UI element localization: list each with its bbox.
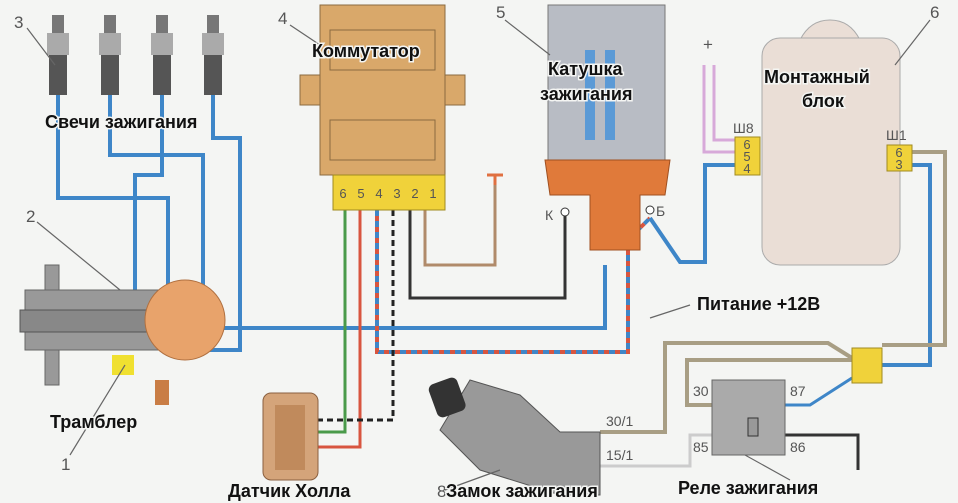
ignition-coil: К Б <box>544 4 671 251</box>
label-commutator: Коммутатор <box>312 41 420 61</box>
label-mounting-block-line2: блок <box>802 91 845 111</box>
ground-symbol <box>487 173 503 185</box>
label-hall-sensor: Датчик Холла <box>228 481 351 501</box>
callout-3: 3 <box>14 13 23 32</box>
callout-6: 6 <box>930 3 939 22</box>
hv-wire-coil <box>190 265 607 330</box>
spark-plug <box>47 15 69 95</box>
pin-label: 3 <box>393 186 400 201</box>
pin-label: 6 <box>339 186 346 201</box>
ignition-relay: 30 87 85 86 <box>693 379 806 456</box>
pin-label: 5 <box>357 186 364 201</box>
label-spark-plugs: Свечи зажигания <box>45 112 197 132</box>
commutator <box>299 4 466 176</box>
sh8-pin: 4 <box>743 161 750 176</box>
label-distributor: Трамблер <box>50 412 137 432</box>
wire-relay-30 <box>685 358 852 407</box>
wire-pink <box>702 65 735 154</box>
relay-terminal-85: 85 <box>693 439 709 455</box>
spark-plug <box>202 15 224 95</box>
hall-sensor <box>262 392 319 481</box>
label-ignition-lock: Замок зажигания <box>446 481 598 501</box>
sh1-pin: 6 <box>895 145 902 160</box>
wire-30-1 <box>600 341 854 434</box>
pin-label: 4 <box>375 186 382 201</box>
wire-black <box>408 210 567 300</box>
wire-sh1 <box>882 163 932 367</box>
wire-relay-86 <box>785 433 860 470</box>
wire-black-white <box>295 210 395 422</box>
callout-2: 2 <box>26 207 35 226</box>
sh8-pin: 5 <box>743 149 750 164</box>
mounting-block: Ш8 6 5 4 Ш1 6 3 + <box>703 19 913 266</box>
wire-sh1-gray <box>882 150 947 347</box>
sh1-pin: 3 <box>895 157 902 172</box>
pin-label: 1 <box>429 186 436 201</box>
hv-wire-1 <box>56 95 170 310</box>
wires <box>56 65 947 470</box>
spark-plugs <box>47 15 224 95</box>
wire-coil-b <box>648 163 735 264</box>
callout-4: 4 <box>278 9 287 28</box>
label-ignition-relay: Реле зажигания <box>678 478 818 498</box>
sh1-label: Ш1 <box>886 127 907 143</box>
spark-plug <box>99 15 121 95</box>
callout-8: 8 <box>437 482 446 501</box>
lock-terminal-30-1: 30/1 <box>606 413 633 429</box>
sh8-pin: 6 <box>743 137 750 152</box>
plus-sign: + <box>703 35 713 54</box>
leader-lines <box>26 19 931 491</box>
label-coil-line2: зажигания <box>540 84 633 104</box>
label-coil-line1: Катушка <box>548 59 624 79</box>
coil-terminal-k: К <box>545 207 554 223</box>
ignition-lock: 30/1 15/1 <box>428 377 633 496</box>
relay-terminal-30: 30 <box>693 383 709 399</box>
label-mounting-block-line1: Монтажный <box>764 67 870 87</box>
sh8-label: Ш8 <box>733 120 754 136</box>
commutator-connector: 6 5 4 3 2 1 <box>332 174 446 211</box>
lock-terminal-15-1: 15/1 <box>606 447 633 463</box>
label-power: Питание +12В <box>697 294 820 314</box>
callout-1: 1 <box>61 455 70 474</box>
wire-relay-87 <box>785 376 853 407</box>
wire-brown <box>423 185 497 267</box>
distributor <box>19 264 226 405</box>
relay-terminal-87: 87 <box>790 383 806 399</box>
wire-15-1 <box>600 433 712 468</box>
coil-terminal-b: Б <box>656 203 665 219</box>
junction-connector <box>851 347 883 384</box>
callout-5: 5 <box>496 3 505 22</box>
hv-wire-4 <box>210 95 242 352</box>
relay-terminal-86: 86 <box>790 439 806 455</box>
hv-wire-2 <box>108 95 205 310</box>
spark-plug <box>151 15 173 95</box>
pin-label: 2 <box>411 186 418 201</box>
